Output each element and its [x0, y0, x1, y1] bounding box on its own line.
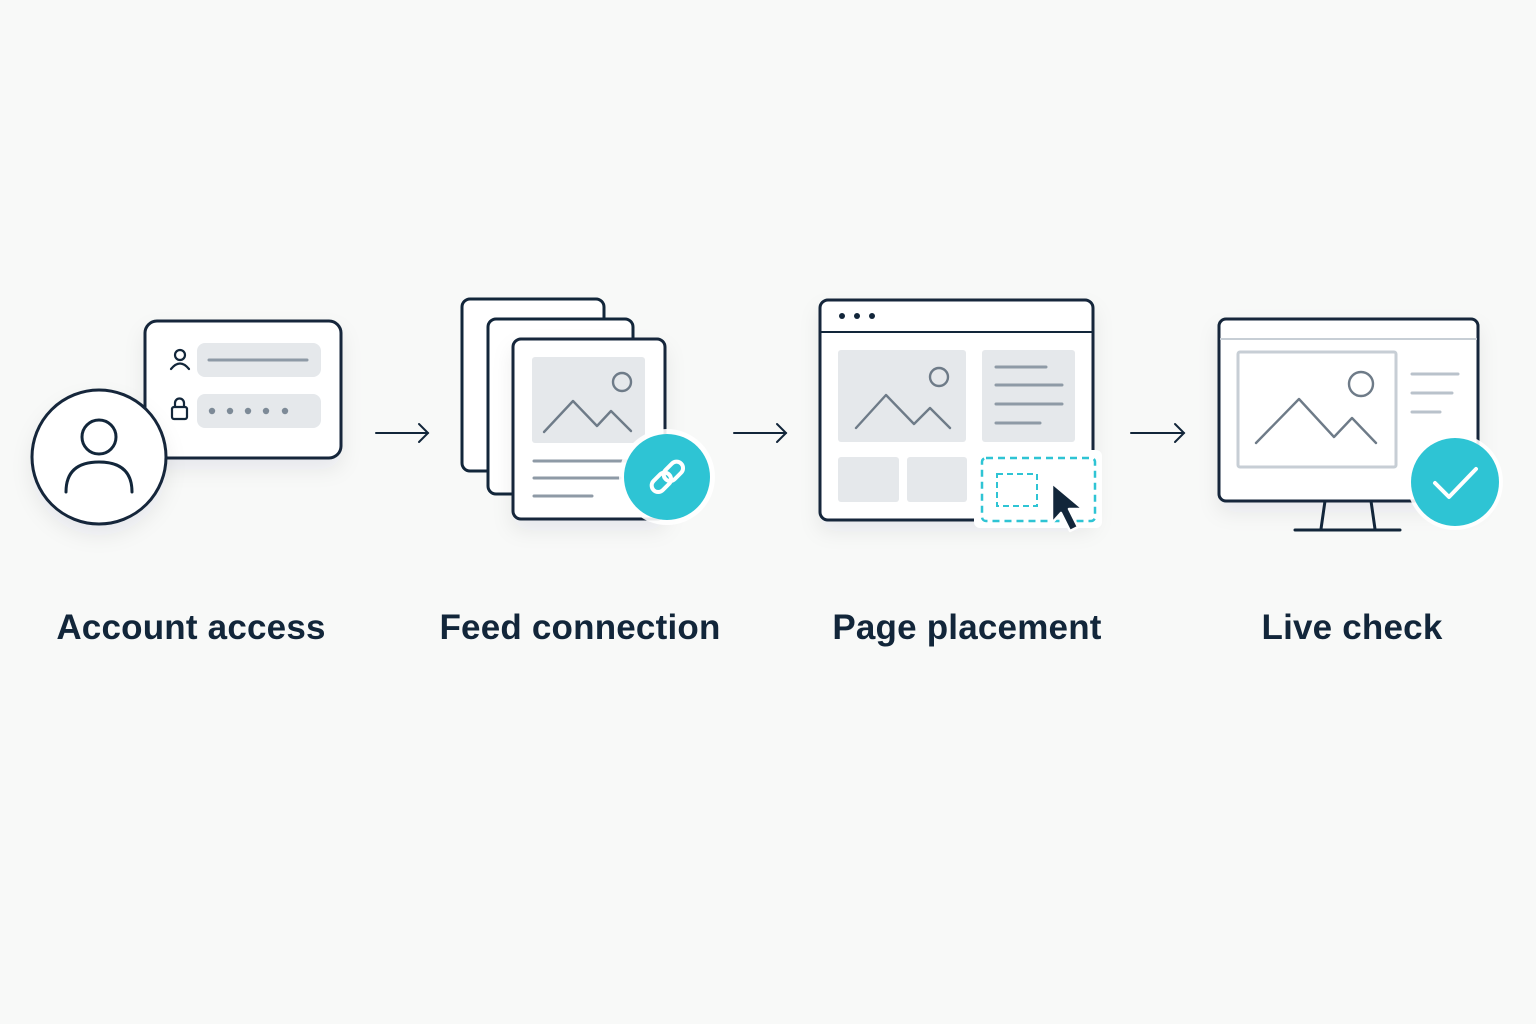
- image-icon: [542, 371, 633, 434]
- arrow-icon: [375, 423, 430, 443]
- content-block: [838, 457, 899, 502]
- step-label-feed-connection: Feed connection: [439, 608, 721, 647]
- arrow-icon: [733, 423, 788, 443]
- text-block: [982, 350, 1075, 442]
- feed-connection-illustration: [460, 297, 715, 525]
- cursor-icon: [1050, 481, 1085, 533]
- account-access-illustration: [30, 319, 343, 526]
- content-block: [907, 457, 967, 502]
- image-placeholder: [532, 357, 645, 443]
- drop-zone: [974, 450, 1102, 528]
- step-label-page-placement: Page placement: [832, 608, 1102, 647]
- password-field: [197, 394, 321, 428]
- login-card: [143, 319, 343, 460]
- window-dots: [839, 313, 875, 319]
- password-dots: [208, 407, 289, 415]
- image-icon: [854, 366, 952, 430]
- check-badge-icon: [1407, 434, 1503, 530]
- page-placement-illustration: [818, 298, 1102, 533]
- monitor-icon: [1217, 317, 1480, 532]
- link-badge-icon: [619, 429, 715, 525]
- image-placeholder: [838, 350, 966, 442]
- user-avatar-icon: [30, 388, 168, 526]
- step-label-live-check: Live check: [1261, 608, 1443, 647]
- arrow-icon: [1130, 423, 1186, 443]
- live-check-illustration: [1217, 317, 1503, 532]
- step-label-account-access: Account access: [56, 608, 326, 647]
- user-small-icon: [169, 348, 191, 371]
- lock-icon: [170, 397, 189, 421]
